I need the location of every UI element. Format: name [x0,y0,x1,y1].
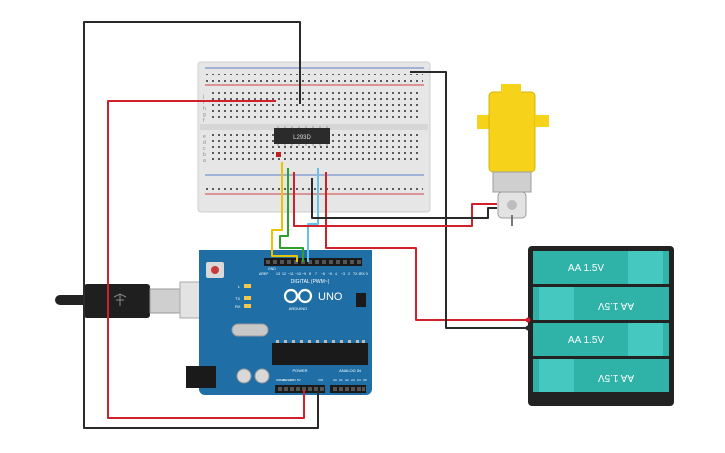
v33-label: 3.3V [290,378,296,382]
dc-motor[interactable] [477,84,549,226]
led-label: RX [235,304,241,309]
row-letter: j [202,94,204,100]
wire-red-5v-loop[interactable] [107,100,305,419]
logo-text: ARDUINO [289,306,307,311]
analog-pin-label: A2 [345,378,349,382]
analog-pin-label: A4 [357,378,361,382]
wire-red-battery[interactable] [325,172,528,321]
wire-green[interactable] [279,168,304,262]
battery-cell-label: AA 1.5V [598,300,634,311]
aref-label: AREF [259,272,268,276]
arduino-logo: ARDUINO [283,288,313,311]
v5-label: 5V [297,378,301,382]
battery-cell: AA 1.5V [533,287,669,320]
wire-black-battery[interactable] [410,71,528,329]
led-label: TX [235,296,240,301]
row-letters-bottom: e d c b a [203,134,206,164]
row-letter: h [203,106,206,112]
digital-pin-label: 7 [315,272,317,276]
battery-pack[interactable]: AA 1.5V AA 1.5V AA 1.5V AA 1.5V [528,246,674,406]
vin-label: VIN [318,378,323,382]
digital-pin-label: ~3 [341,272,345,276]
digital-label: DIGITAL (PWM~) [291,279,330,285]
row-letter: c [203,146,206,152]
digital-pin-label: 13 [276,272,280,276]
wire-red-motor[interactable] [293,172,497,227]
battery-cell: AA 1.5V [533,359,669,392]
digital-pin-label: 4 [335,272,337,276]
battery-cell: AA 1.5V [533,323,669,356]
row-letter: e [203,134,206,140]
pin-marker [276,152,281,157]
gnd-label: GND [268,267,276,271]
l293d-chip[interactable]: L293D [274,126,330,146]
row-letter: a [203,158,206,164]
digital-pin-label: 12 [282,272,286,276]
analog-pin-label: A5 [363,378,367,382]
digital-pin-label: TX 1 [353,272,360,276]
wire-lightblue[interactable] [307,168,319,262]
arduino-uno[interactable]: 13 12 ~11 ~10 ~9 8 7 ~6 ~5 4 ~3 2 TX 1 R… [186,250,372,395]
row-letter: f [203,118,205,124]
led-label: L [238,284,241,289]
digital-pin-label: ~9 [302,272,306,276]
row-letter: i [203,100,204,106]
battery-cell-label: AA 1.5V [568,335,604,346]
model-label: UNO [318,291,343,303]
battery-cell-label: AA 1.5V [598,372,634,383]
row-letter: g [203,112,206,118]
digital-pin-label: ~10 [295,272,301,276]
digital-pin-label: ~6 [321,272,325,276]
chip-label: L293D [293,135,311,141]
row-letters-top: j i h g f [202,94,206,124]
wire-black-motor[interactable] [311,178,497,219]
battery-cell: AA 1.5V [533,251,669,284]
ioref-label: IOREF [276,378,285,382]
digital-pin-label: ~5 [328,272,332,276]
wire-yellow[interactable] [271,162,298,262]
row-letter: b [203,152,206,158]
digital-pin-label: 2 [348,272,350,276]
analog-pin-label: A3 [351,378,355,382]
wire-black-gnd-loop[interactable] [83,21,319,429]
row-letter: d [203,140,206,146]
analog-label: ANALOG IN [339,368,361,373]
digital-pin-label: ~11 [288,272,294,276]
power-label: POWER [292,368,307,373]
analog-pin-label: A1 [339,378,343,382]
analog-pin-label: A0 [333,378,337,382]
battery-cell-label: AA 1.5V [568,263,604,274]
digital-pin-label: RX 0 [360,272,368,276]
digital-pin-label: 8 [309,272,311,276]
usb-cable[interactable] [55,281,211,319]
reset-label: RESET [283,378,293,382]
